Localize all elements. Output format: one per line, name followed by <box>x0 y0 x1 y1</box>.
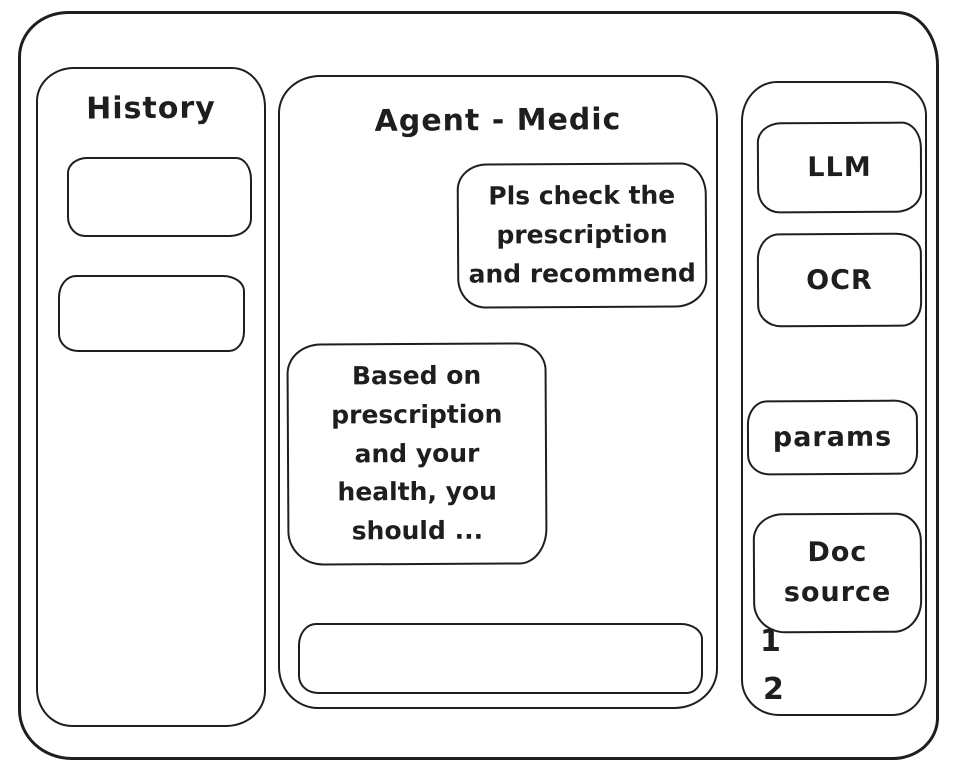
history-item-1[interactable] <box>67 157 252 237</box>
doc-source-button[interactable]: Doc source <box>752 512 923 634</box>
history-panel: History <box>36 67 266 727</box>
params-button[interactable]: params <box>746 399 919 476</box>
chat-panel: Agent - Medic Pls check the prescription… <box>278 75 718 709</box>
chat-title: Agent - Medic <box>374 102 622 139</box>
doc-source-item-1[interactable]: 1 <box>760 624 781 659</box>
tools-panel: LLM OCR params Doc source 1 2 <box>741 81 927 716</box>
doc-source-item-2[interactable]: 2 <box>763 672 784 707</box>
agent-message-bubble: Based on prescription and your health, y… <box>286 342 548 566</box>
message-input[interactable] <box>298 623 703 694</box>
llm-button[interactable]: LLM <box>756 121 923 214</box>
history-title: History <box>86 90 216 127</box>
user-message-bubble: Pls check the prescription and recommend <box>456 162 708 309</box>
ocr-button[interactable]: OCR <box>756 232 923 328</box>
history-item-2[interactable] <box>58 275 245 352</box>
app-frame: History Agent - Medic Pls check the pres… <box>18 11 939 760</box>
